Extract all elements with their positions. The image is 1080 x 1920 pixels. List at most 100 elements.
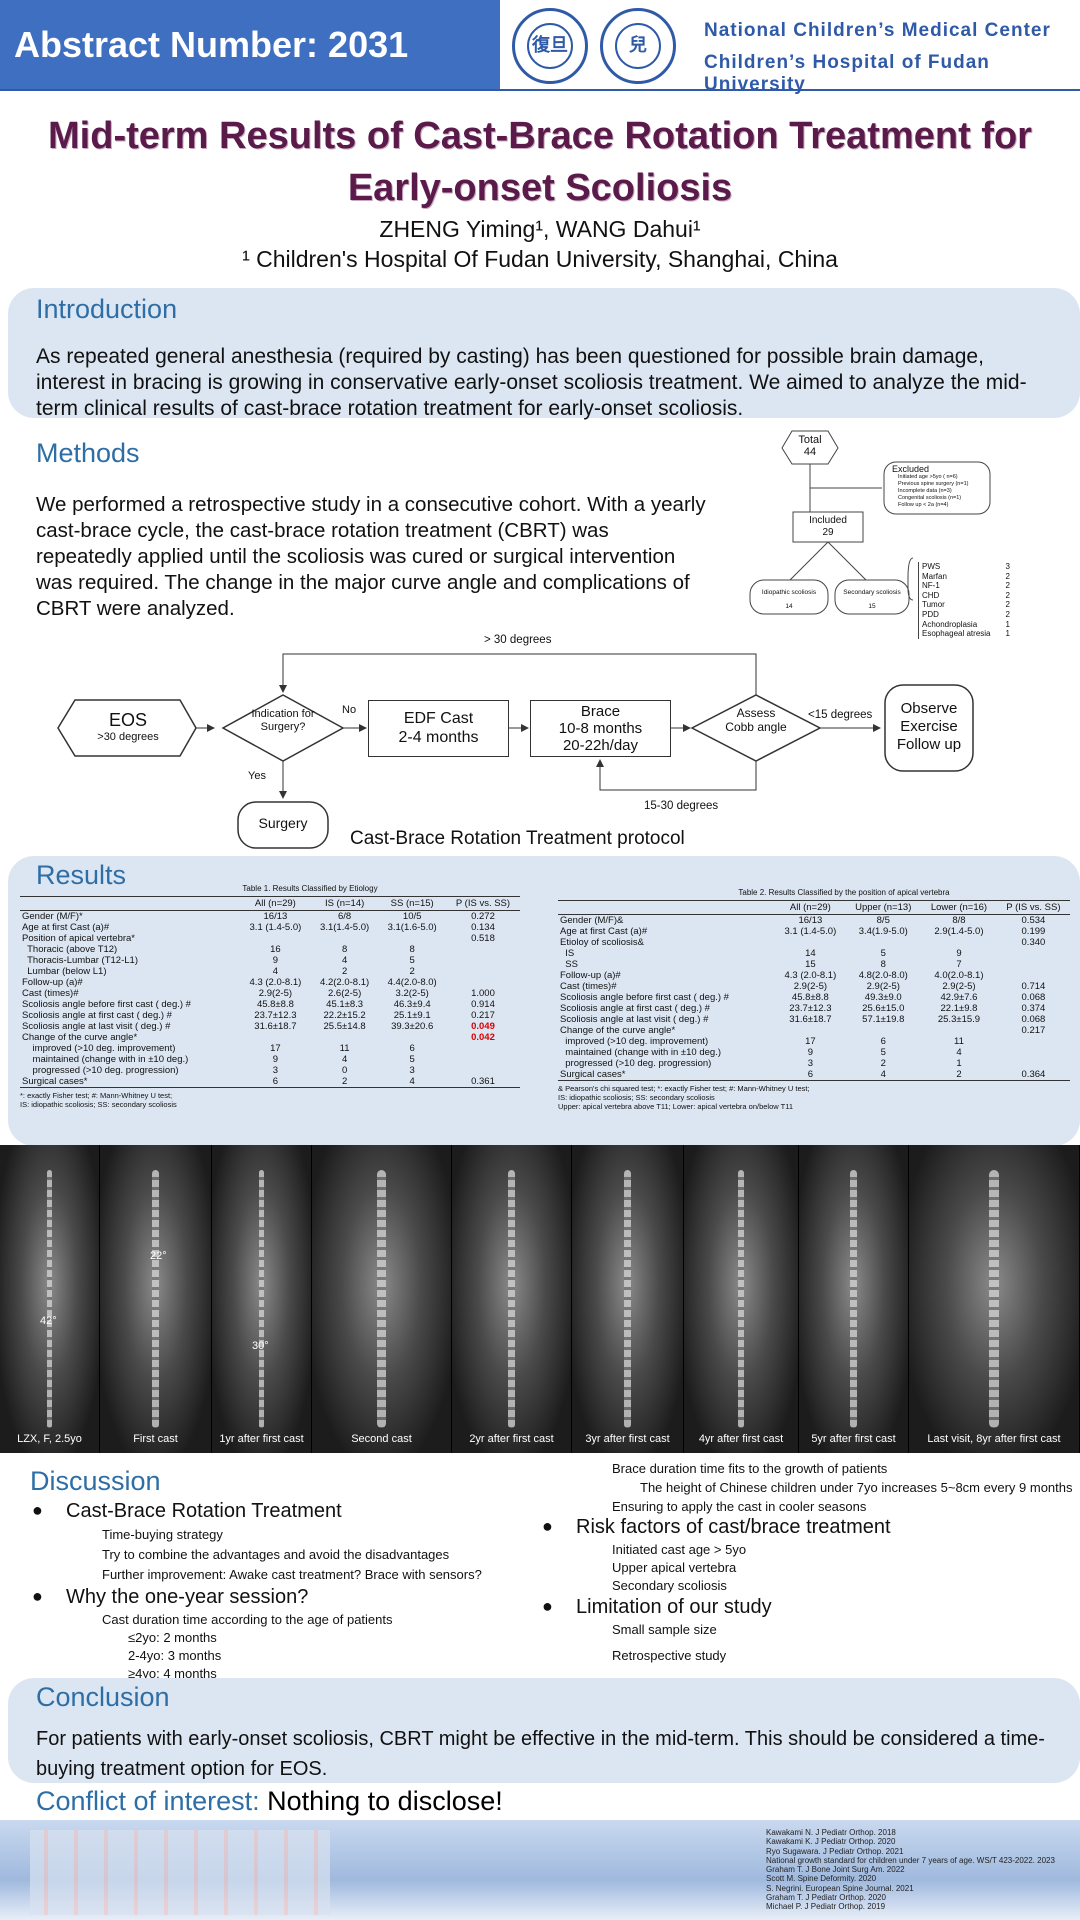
discussion-point-cbrt: Cast-Brace Rotation Treatment: [66, 1500, 342, 1522]
coi-label: Conflict of interest:: [36, 1786, 260, 1816]
table-cell: 17: [805, 1036, 816, 1047]
table-cell: 6: [239, 1076, 311, 1088]
discussion-point-limitation: Limitation of our study: [576, 1596, 772, 1618]
table-cell: SS: [560, 959, 578, 970]
table-cell: 0.049: [471, 1021, 495, 1032]
table-cell: Gender (M/F)*: [22, 911, 83, 922]
table-cell: Follow-up (a)#: [560, 970, 621, 981]
flow-total-label: Total: [798, 434, 822, 446]
table-cell: 3: [409, 1065, 415, 1076]
table-cell: 0.914: [471, 999, 495, 1010]
table-cell: 0.340: [1021, 937, 1046, 948]
introduction-text: As repeated general anesthesia (required…: [36, 345, 1027, 420]
table-cell: 8: [341, 944, 348, 955]
flow-excluded: Excluded Initiated age >5yo ( n=6) Previ…: [892, 464, 996, 509]
edf-label: EDF Cast: [403, 710, 474, 728]
discussion-sub: Retrospective study: [612, 1648, 727, 1663]
table-cell: 0.361: [445, 1076, 520, 1088]
table-header-cell: P (IS vs. SS): [996, 900, 1070, 915]
table-cell: 0.374: [1021, 1003, 1046, 1014]
eos-node: EOS>30 degrees: [60, 710, 196, 743]
table-cell: [997, 1047, 1070, 1058]
table-cell: 2: [409, 966, 415, 977]
table-header-cell: [20, 896, 240, 911]
table2-grid: All (n=29)Upper (n=13)Lower (n=16)P (IS …: [558, 900, 1070, 1081]
discussion-heading: Discussion: [30, 1466, 161, 1496]
table-cell: 6: [775, 1069, 846, 1081]
table-cell: improved (>10 deg. improvement): [22, 1043, 176, 1054]
table-cell: 25.3±15.9: [937, 1014, 981, 1025]
flow-idiopathic-label: Idiopathic scoliosis: [761, 589, 817, 596]
table-cell: 0.518: [471, 933, 495, 944]
table-cell: 31.6±18.7: [254, 1021, 297, 1032]
cause-name: CHD: [922, 590, 940, 600]
table-cell: [446, 977, 520, 988]
table-cell: 2: [310, 1076, 379, 1088]
conflict-of-interest: Conflict of interest: Nothing to disclos…: [36, 1786, 503, 1817]
table-row: Change of the curve angle*0.042: [20, 1032, 520, 1043]
table-cell: 4: [341, 955, 348, 966]
spine-shadow: [152, 1169, 159, 1429]
xray-caption: 2yr after first cast: [469, 1433, 554, 1445]
table-cell: 6: [409, 1043, 415, 1054]
poster-title: Mid-term Results of Cast-Brace Rotation …: [48, 115, 1032, 209]
discussion-point-session: Why the one-year session?: [66, 1586, 309, 1608]
table-cell: 0.364: [996, 1069, 1070, 1081]
protocol-caption: Cast-Brace Rotation Treatment protocol: [350, 828, 685, 849]
table-cell: 4: [378, 1076, 446, 1088]
reference-item: Ryo Sugawara. J Pediatr Orthop. 2021: [766, 1846, 904, 1856]
table-cell: 39.3±20.6: [391, 1021, 434, 1032]
table-cell: 45.8±8.8: [791, 992, 829, 1003]
table-cell: 16: [270, 944, 281, 955]
results-heading: Results: [36, 860, 127, 890]
table-cell: Surgical cases*: [20, 1076, 240, 1088]
table-cell: 2.9(1.4-5.0): [934, 926, 984, 937]
flow-secondary-label: Secondary scoliosis: [843, 589, 901, 596]
table-cell: [446, 966, 520, 977]
table-cell: 4.4(2.0-8.0): [387, 977, 437, 988]
table-cell: 45.8±8.8: [256, 999, 294, 1010]
protocol-diagram: [57, 653, 974, 849]
hospital-building-image: [30, 1830, 330, 1915]
xray-image: 2yr after first cast: [452, 1145, 572, 1453]
spine-shadow: [850, 1169, 857, 1429]
table-cell: Age at first Cast (a)#: [22, 922, 110, 933]
table-cell: Cast (times)#: [560, 981, 617, 992]
table-cell: [997, 959, 1070, 970]
table-cell: IS: [560, 948, 575, 959]
table-row: Scoliosis angle before first cast ( deg.…: [558, 992, 1070, 1003]
indication-node: Indication for Surgery?: [251, 708, 315, 733]
brace-label: Brace: [580, 703, 621, 720]
table-cell: [775, 937, 845, 948]
table-row: Scoliosis angle at last visit ( deg.) #3…: [558, 1014, 1070, 1025]
discussion-sub: Try to combine the advantages and avoid …: [102, 1547, 450, 1562]
reference-item: Scott M. Spine Deformity. 2020: [766, 1874, 877, 1884]
table-cell: [921, 1025, 997, 1036]
table-cell: 5: [880, 1047, 886, 1058]
table-header-cell: [558, 900, 776, 915]
table-cell: Etioloy of scoliosis&: [560, 937, 644, 948]
table-cell: [775, 1025, 845, 1036]
table-cell: 5: [880, 948, 886, 959]
cause-count: 2: [1005, 600, 1010, 610]
flow-total-value: 44: [803, 446, 817, 458]
table-cell: 8: [409, 944, 415, 955]
table-cell: 57.1±19.8: [862, 1014, 905, 1025]
table-cell: progressed (>10 deg. progression): [560, 1058, 712, 1069]
table-cell: 0.217: [1021, 1025, 1046, 1036]
abstract-number: Abstract Number: 2031: [0, 0, 500, 90]
table-cell: Scoliosis angle at last visit ( deg.) #: [22, 1021, 171, 1032]
mid-range-label: 15-30 degrees: [644, 800, 719, 812]
cause-count: 1: [1005, 629, 1010, 639]
brace-duration: 10-8 months: [558, 720, 643, 737]
spine-shadow: [46, 1169, 53, 1429]
discussion-sub: Secondary scoliosis: [612, 1578, 727, 1593]
table-cell: [845, 937, 921, 948]
